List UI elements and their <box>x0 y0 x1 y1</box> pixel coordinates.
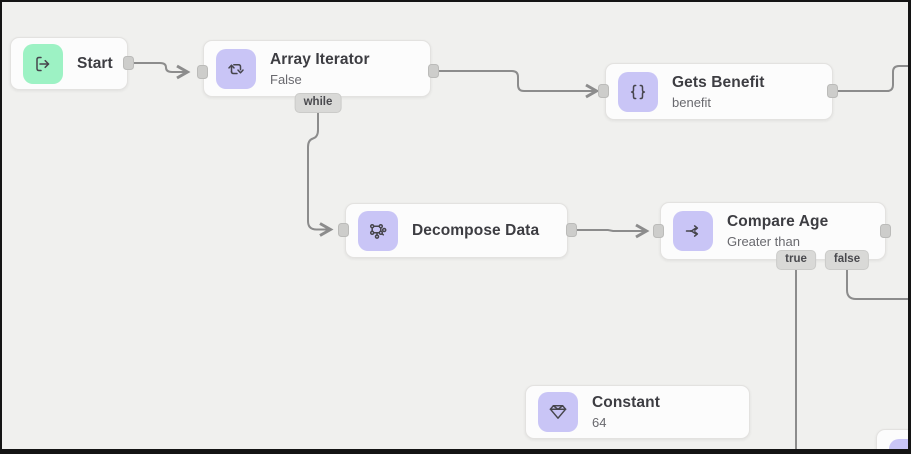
connector-array-iterator-to-gets-benefit[interactable] <box>434 70 595 91</box>
port-array-iterator-in[interactable] <box>197 65 208 79</box>
edge-label-false: false <box>824 250 870 270</box>
connector-gets-benefit-to-offscreen-right[interactable] <box>838 65 911 92</box>
node-start[interactable]: Start <box>10 37 128 90</box>
port-compare-age-in[interactable] <box>653 224 664 238</box>
frame-border-bottom <box>0 449 911 454</box>
node-subtitle: 64 <box>592 415 607 430</box>
frame-border-right <box>908 0 911 454</box>
port-compare-age-out[interactable] <box>880 224 891 238</box>
node-title: Array Iterator <box>270 50 370 68</box>
edge-label-true: true <box>776 250 816 270</box>
node-decompose-data[interactable]: Decompose Data <box>345 203 568 258</box>
edge-label-while: while <box>294 93 342 113</box>
node-title: Constant <box>592 394 660 411</box>
braces-icon <box>618 71 658 112</box>
port-decompose-data-out[interactable] <box>566 223 577 237</box>
decompose-icon <box>358 210 398 251</box>
node-constant[interactable]: Constant 64 <box>525 385 750 439</box>
frame-border-left <box>0 0 2 454</box>
node-array-iterator[interactable]: Array Iterator False <box>203 40 431 97</box>
node-title: Decompose Data <box>412 221 540 239</box>
node-title: Start <box>77 54 113 72</box>
split-icon <box>673 211 713 251</box>
node-title: Compare Age <box>727 213 829 230</box>
node-subtitle: Greater than <box>727 234 800 249</box>
node-subtitle: benefit <box>672 94 712 110</box>
frame-border-top <box>0 0 911 2</box>
node-title: Gets Benefit <box>672 73 765 91</box>
port-array-iterator-out[interactable] <box>428 64 439 78</box>
port-start-out[interactable] <box>123 56 134 70</box>
loop-icon <box>216 48 256 89</box>
start-arrow-icon <box>23 43 63 84</box>
port-decompose-data-in[interactable] <box>338 223 349 237</box>
port-gets-benefit-in[interactable] <box>598 84 609 98</box>
gem-icon <box>538 392 578 432</box>
port-gets-benefit-out[interactable] <box>827 84 838 98</box>
connector-start-to-array-iterator[interactable] <box>133 62 186 72</box>
node-gets-benefit[interactable]: Gets Benefit benefit <box>605 63 833 120</box>
connector-false-to-offscreen-right[interactable] <box>846 270 908 300</box>
node-subtitle: False <box>270 71 302 87</box>
connector-while-to-decompose-data[interactable] <box>307 112 329 230</box>
connector-decompose-data-to-compare-age[interactable] <box>572 230 645 231</box>
